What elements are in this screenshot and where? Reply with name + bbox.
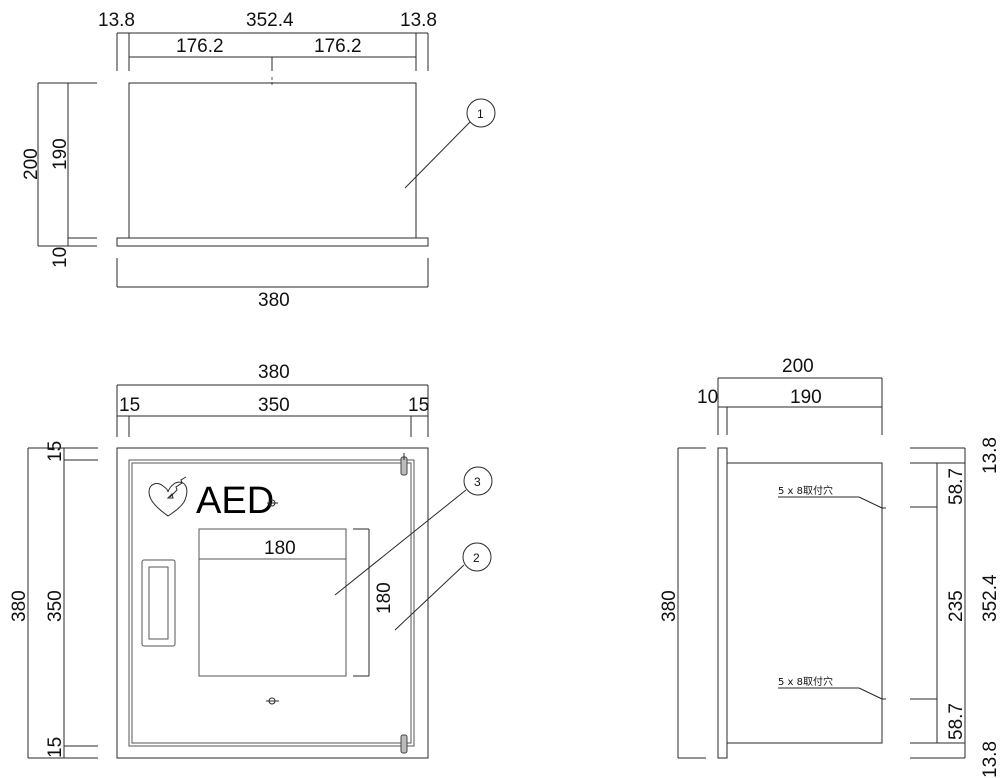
dim-side-hole-bottom-offset: 58.7 — [946, 703, 967, 740]
dim-left-margin: 13.8 — [98, 10, 135, 31]
balloon-2-label: 2 — [473, 551, 480, 565]
hinge-bottom-icon — [400, 734, 408, 754]
aed-logo-text: AED — [196, 480, 274, 522]
dim-front-total-width: 380 — [258, 362, 290, 383]
dim-side-total-height: 380 — [659, 590, 680, 622]
dim-flange: 10 — [50, 247, 71, 268]
balloon-2 — [462, 542, 492, 572]
dim-side-body-depth: 190 — [790, 387, 822, 408]
viewing-window — [198, 528, 347, 677]
dim-front-left-frame: 15 — [119, 395, 140, 416]
balloon-3-label: 3 — [474, 475, 481, 489]
dim-side-flange: 10 — [697, 387, 718, 408]
dim-inner-width: 352.4 — [246, 10, 294, 31]
dim-half-right: 176.2 — [314, 36, 362, 57]
side-flange — [717, 447, 728, 759]
balloon-3 — [463, 466, 493, 496]
dim-side-bottom-margin: 13.8 — [980, 741, 1000, 778]
heart-lightning-icon — [148, 476, 188, 517]
dim-front-inner-width: 350 — [258, 395, 290, 416]
dim-total-width: 380 — [258, 290, 290, 311]
mounting-hole-note-bottom: 5 x 8取付穴 — [778, 675, 833, 688]
side-body — [726, 462, 883, 744]
dim-front-top-frame: 15 — [45, 441, 66, 462]
dim-front-inner-height: 350 — [45, 590, 66, 622]
top-view: 13.8 352.4 13.8 176.2 176.2 200 190 10 3… — [21, 10, 496, 311]
cabinet-door[interactable] — [128, 459, 415, 747]
cabinet-frame — [116, 447, 429, 759]
balloon-1 — [466, 98, 496, 128]
cabinet-body-top — [128, 82, 417, 239]
dim-front-bottom-frame: 15 — [45, 737, 66, 758]
dim-right-margin: 13.8 — [400, 10, 437, 31]
dim-window-height: 180 — [374, 582, 395, 614]
dim-front-right-frame: 15 — [408, 395, 429, 416]
dim-half-left: 176.2 — [176, 36, 224, 57]
dim-side-hole-spacing: 235 — [946, 590, 967, 622]
balloon-1-label: 1 — [477, 107, 484, 121]
dim-front-total-height: 380 — [9, 590, 30, 622]
hinge-top-icon — [400, 453, 408, 476]
cabinet-flange-top — [116, 237, 429, 247]
dim-total-depth: 200 — [21, 148, 42, 180]
front-view: 380 15 350 15 AED 180 — [9, 362, 493, 759]
dim-side-inner-height: 352.4 — [980, 574, 1000, 622]
side-view: 200 10 190 380 5 x 8取付穴 5 x 8取付穴 13.8 58… — [659, 356, 1000, 778]
dim-body-depth: 190 — [50, 138, 71, 170]
mounting-hole-note-top: 5 x 8取付穴 — [778, 484, 833, 497]
door-handle[interactable] — [141, 559, 176, 647]
dim-side-total-depth: 200 — [782, 356, 814, 377]
lock-icon — [268, 697, 276, 705]
dim-window-width: 180 — [264, 538, 296, 559]
dim-side-hole-top-offset: 58.7 — [946, 468, 967, 505]
dim-side-top-margin: 13.8 — [980, 437, 1000, 474]
